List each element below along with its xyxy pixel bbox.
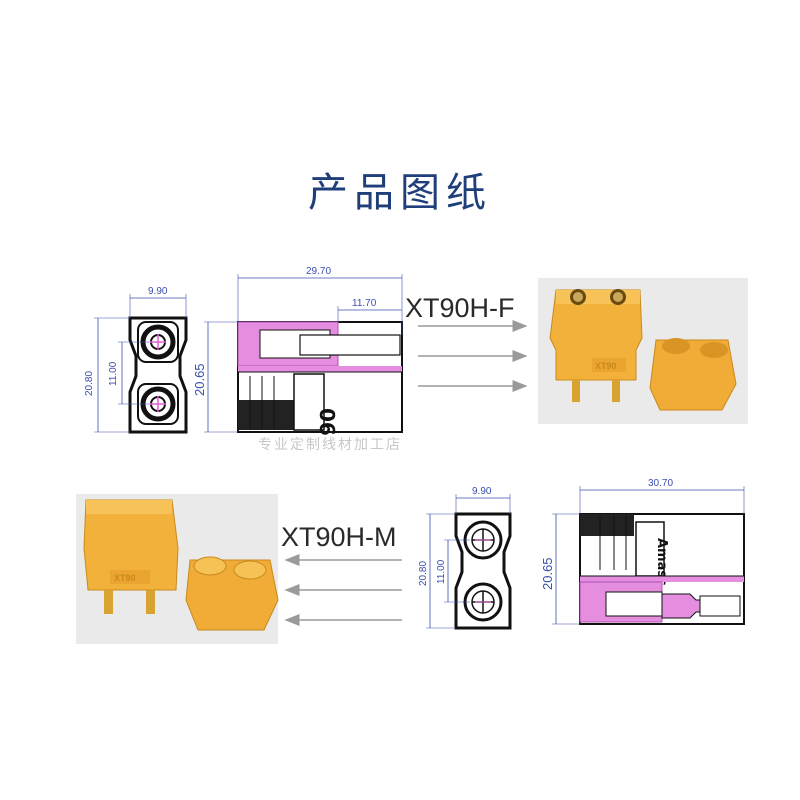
female-arrows bbox=[418, 320, 528, 392]
watermark-text: 专业定制线材加工店 bbox=[258, 437, 402, 453]
female-product-photo: XT90 bbox=[538, 278, 748, 424]
female-side-length-label: 29.70 bbox=[306, 266, 331, 277]
page-title: 产品图纸 bbox=[308, 170, 492, 216]
female-front-height-label: 20.80 bbox=[84, 371, 95, 396]
female-front-width-label: 9.90 bbox=[148, 286, 168, 297]
female-model-label: XT90H-F bbox=[405, 293, 515, 323]
male-side-marking: Amass bbox=[654, 538, 669, 586]
female-front-view: 9.90 20.80 11.00 bbox=[84, 286, 188, 434]
female-front-pitch-label: 11.00 bbox=[108, 361, 119, 386]
male-front-pitch-label: 11.00 bbox=[436, 559, 447, 584]
male-side-view: Amass 30.70 20.65 bbox=[540, 478, 745, 625]
female-side-height-label: 20.65 bbox=[192, 363, 207, 396]
female-side-marking: 06 bbox=[315, 408, 339, 436]
male-front-view: 9.90 20.80 11.00 bbox=[418, 486, 512, 630]
male-photo-marking: XT90 bbox=[114, 573, 136, 583]
male-arrows bbox=[284, 554, 402, 626]
male-side-length-label: 30.70 bbox=[648, 478, 673, 489]
male-front-width-label: 9.90 bbox=[472, 486, 492, 497]
male-model-label: XT90H-M bbox=[281, 522, 397, 552]
male-product-photo: XT90 bbox=[76, 494, 279, 644]
male-front-height-label: 20.80 bbox=[418, 561, 429, 586]
female-side-depth-label: 11.70 bbox=[352, 298, 377, 309]
male-side-height-label: 20.65 bbox=[540, 557, 555, 590]
female-side-view: 06 29.70 11.70 20.65 bbox=[192, 266, 403, 436]
female-photo-marking: XT90 bbox=[595, 361, 617, 371]
